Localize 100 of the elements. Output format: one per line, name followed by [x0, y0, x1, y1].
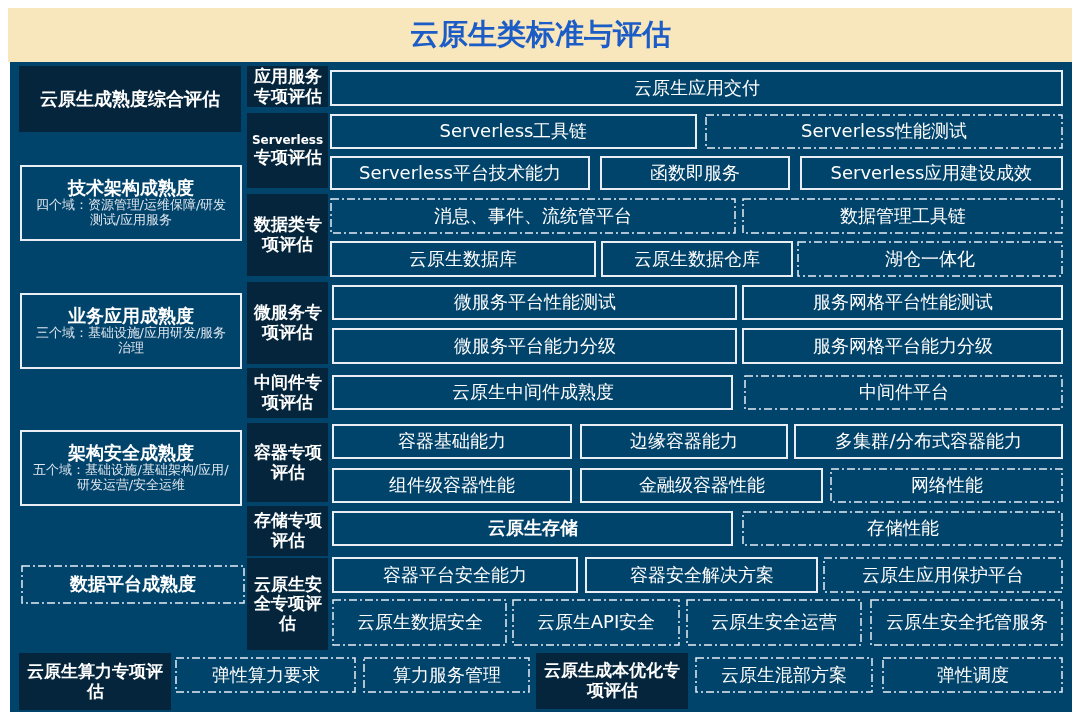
category-cell [247, 282, 328, 364]
item-box [695, 657, 873, 693]
item-box [601, 241, 793, 277]
box-label: 微服务平台性能测试 [453, 292, 616, 313]
item-box [800, 156, 1063, 190]
item-box [330, 241, 596, 277]
item-box [870, 599, 1063, 646]
box-label: 微服务平台能力分级 [453, 335, 616, 357]
box-label: 云原生安全运营 [711, 612, 837, 633]
box-label: 云原生混部方案 [721, 664, 847, 686]
item-box [794, 424, 1063, 459]
box-label: 云原生API安全 [536, 612, 656, 633]
category-label: Serverless [250, 133, 325, 148]
item-box [330, 70, 1063, 106]
item-box [332, 328, 737, 364]
box-label: Serverless工具链 [439, 121, 588, 142]
item-box [332, 424, 572, 459]
box-label: 云原生数据仓库 [634, 248, 760, 270]
item-box [580, 468, 823, 503]
category-label: 中间件专项评估 [252, 373, 323, 413]
item-box [332, 511, 733, 546]
box-label: 容器安全解决方案 [629, 564, 774, 586]
category-label: 应用服务专项评估 [252, 66, 323, 107]
item-box [363, 657, 530, 693]
category-cell [19, 653, 171, 710]
maturity-box [20, 430, 242, 506]
category-label: 容器专项评估 [252, 442, 323, 483]
item-box [882, 657, 1063, 693]
item-box [705, 114, 1063, 149]
box-label: 云原生应用保护平台 [862, 564, 1024, 586]
box-label: 函数即服务 [650, 162, 740, 184]
item-box [512, 599, 680, 646]
item-box [332, 375, 733, 410]
category-label: 专项评估 [252, 147, 323, 168]
box-label: 金融级容器性能 [638, 475, 765, 496]
maturity-box [21, 565, 245, 604]
maturity-box [20, 293, 242, 369]
category-cell [247, 194, 328, 276]
item-box [686, 599, 862, 646]
category-label: 云原生算力专项评估 [26, 661, 164, 702]
box-label: 云原生安全托管服务 [885, 612, 1048, 633]
item-box [823, 557, 1063, 593]
description: 五个域：基础设施/基础架构/应用/研发运营/安全运维 [32, 463, 230, 494]
category-cell [247, 558, 328, 650]
box-label: 云原生成熟度综合评估 [40, 88, 220, 110]
item-box [742, 328, 1063, 364]
category-cell [536, 653, 688, 709]
box-label: 中间件平台 [858, 382, 949, 403]
box-label: 多集群/分布式容器能力 [835, 431, 1022, 452]
item-box [830, 468, 1063, 503]
heading: 业务应用成熟度 [67, 305, 195, 326]
item-box [797, 241, 1063, 277]
item-box [742, 285, 1063, 320]
description: 三个域：基础设施/应用研发/服务治理 [34, 326, 228, 357]
item-box [330, 198, 736, 234]
box-label: 容器基础能力 [398, 431, 506, 452]
box-label: 服务网格平台性能测试 [812, 292, 993, 313]
item-box [580, 424, 788, 459]
description: 四个域：资源管理/运维保障/研发测试/应用服务 [34, 198, 228, 229]
box-label: Serverless应用建设成效 [830, 162, 1033, 184]
category-label: 数据类专项评估 [252, 215, 323, 255]
item-box [600, 156, 790, 190]
item-box [332, 285, 737, 320]
item-box [332, 599, 507, 646]
item-box [175, 657, 356, 693]
box-label: 云原生存储 [487, 518, 578, 539]
item-box [332, 557, 578, 593]
maturity-box [19, 66, 241, 132]
box-label: 弹性算力要求 [211, 664, 320, 686]
category-label: 云原生安全专项评估 [252, 574, 323, 634]
box-label: 算力服务管理 [392, 664, 501, 686]
title: 云原生类标准与评估 [409, 16, 671, 53]
box-label: 网络性能 [910, 475, 983, 496]
box-label: 数据平台成熟度 [70, 574, 196, 595]
heading: 技术架构成熟度 [67, 177, 194, 199]
category-cell [247, 423, 328, 502]
item-box [744, 375, 1063, 410]
category-cell [247, 113, 328, 188]
box-label: 云原生数据安全 [356, 612, 483, 633]
category-label: 存储专项评估 [252, 511, 323, 551]
category-label: 云原生成本优化专项评估 [543, 661, 681, 701]
item-box [742, 198, 1063, 234]
box-label: 云原生中间件成熟度 [451, 382, 614, 403]
maturity-box [20, 165, 242, 241]
box-label: Serverless性能测试 [801, 121, 967, 142]
box-label: 弹性调度 [936, 664, 1009, 686]
box-label: 边缘容器能力 [630, 431, 738, 452]
category-label: 微服务专项评估 [252, 303, 323, 343]
box-label: 存储性能 [866, 518, 939, 539]
item-box [742, 511, 1063, 546]
box-label: 云原生数据库 [409, 248, 517, 270]
box-label: Serverless平台技术能力 [359, 162, 561, 184]
item-box [330, 156, 590, 190]
heading: 架构安全成熟度 [68, 442, 194, 464]
box-label: 服务网格平台能力分级 [812, 335, 993, 357]
box-label: 湖仓一体化 [885, 248, 975, 270]
box-label: 云原生应用交付 [633, 77, 760, 99]
item-box [330, 114, 697, 149]
box-label: 组件级容器性能 [389, 475, 515, 496]
box-label: 容器平台安全能力 [383, 564, 527, 586]
